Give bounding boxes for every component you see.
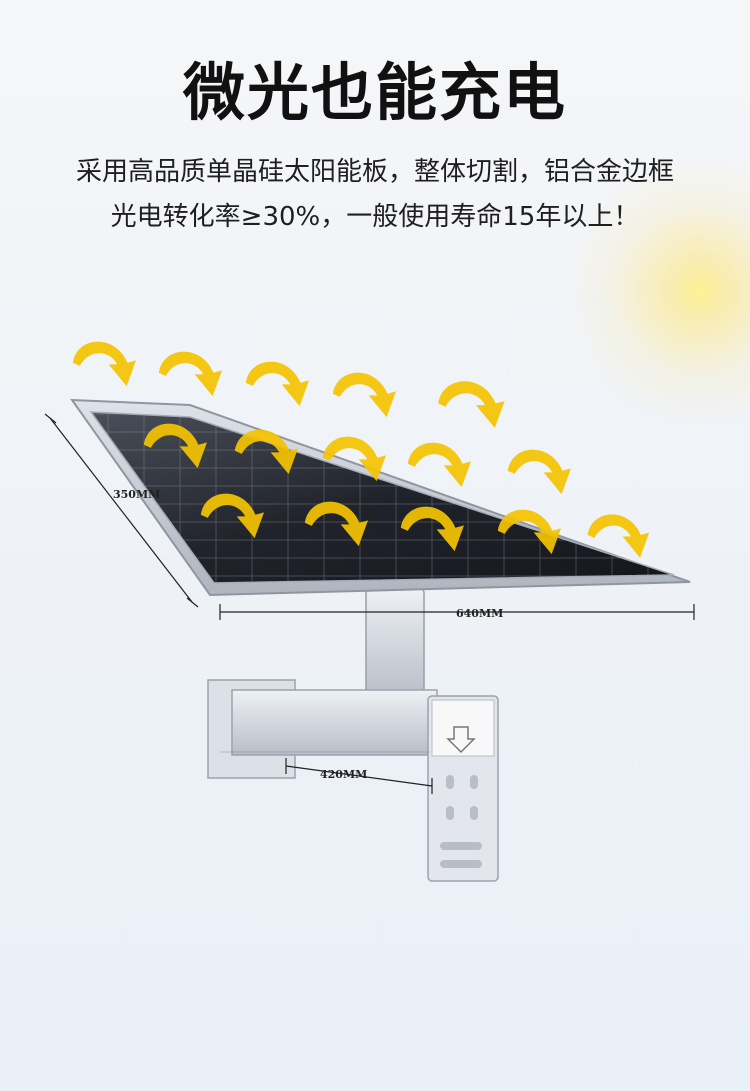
dimension-lines [44, 413, 695, 794]
mount-bracket [207, 587, 499, 882]
solar-panel [70, 398, 691, 597]
description-line-1: 采用高品质单晶硅太阳能板，整体切割，铝合金边框 [75, 157, 674, 187]
page-title: 微光也能充电 [182, 56, 567, 129]
dimension-bracket-label: 420MM [320, 768, 367, 781]
dimension-width-label: 640MM [456, 607, 503, 620]
description-line-2: 光电转化率≥30%，一般使用寿命15年以上！ [110, 202, 640, 232]
dimension-height-label: 350MM [113, 488, 160, 501]
